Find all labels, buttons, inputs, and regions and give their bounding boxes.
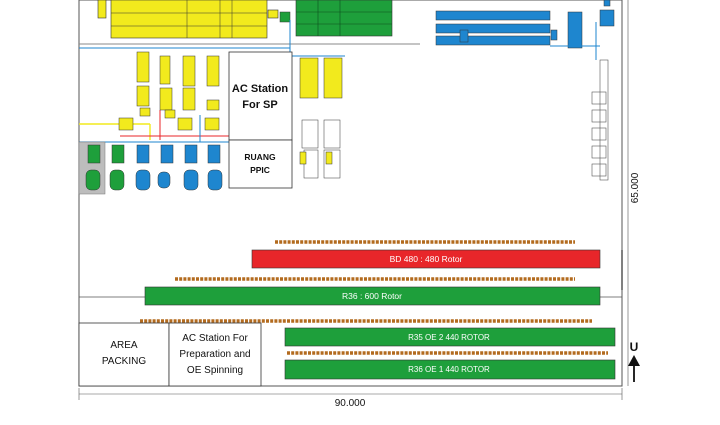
machine-r36-oe1-label: R36 OE 1 440 ROTOR xyxy=(408,365,490,374)
ac-station-sp-room: AC Station For SP xyxy=(228,51,293,141)
ac-station-prep-room: AC Station For Preparation and OE Spinni… xyxy=(168,322,262,387)
height-dimension-label: 65.000 xyxy=(630,172,641,203)
right-side-units xyxy=(591,59,609,181)
area-packing-label-1: AREA xyxy=(110,340,138,351)
blue-machine-block-top xyxy=(435,0,615,49)
width-dimension-label: 90.000 xyxy=(335,398,366,409)
ac-station-prep-label-3: OE Spinning xyxy=(187,365,243,376)
north-label: U xyxy=(630,340,639,354)
ac-station-prep-label-1: AC Station For xyxy=(182,333,248,344)
width-dimension: 90.000 xyxy=(78,388,623,409)
area-packing-label-2: PACKING xyxy=(102,356,146,367)
machine-r35: R35 OE 2 440 ROTOR xyxy=(284,327,616,347)
ac-station-sp-label-2: For SP xyxy=(242,99,277,111)
center-small-machines xyxy=(299,57,343,179)
machine-bd480-label: BD 480 : 480 Rotor xyxy=(390,254,463,264)
area-packing-room: AREA PACKING xyxy=(78,322,170,387)
ac-station-prep-label-2: Preparation and xyxy=(179,349,250,360)
green-machine-block-top xyxy=(279,0,393,37)
north-arrow-icon: U xyxy=(628,340,640,382)
machine-r36-label: R36 : 600 Rotor xyxy=(342,291,402,301)
machine-bd480: BD 480 : 480 Rotor xyxy=(251,249,601,269)
machine-r36-oe1: R36 OE 1 440 ROTOR xyxy=(284,359,616,380)
grey-machine-area xyxy=(78,141,223,195)
height-dimension: 65.000 xyxy=(627,0,641,386)
rotor-rows xyxy=(140,240,608,355)
ruang-ppic-label-2: PPIC xyxy=(250,165,270,175)
machine-r35-label: R35 OE 2 440 ROTOR xyxy=(408,333,490,342)
yellow-machine-block-top xyxy=(97,0,279,39)
yellow-machine-cluster xyxy=(118,51,220,131)
machine-r36: R36 : 600 Rotor xyxy=(144,286,601,306)
ruang-ppic-room: RUANG PPIC xyxy=(228,139,293,189)
ac-station-sp-label-1: AC Station xyxy=(232,83,289,95)
ruang-ppic-label-1: RUANG xyxy=(244,152,276,162)
